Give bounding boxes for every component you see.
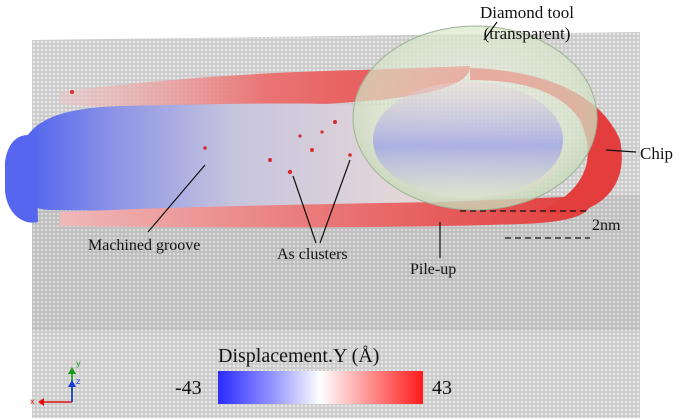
legend-color-bar [218,371,423,404]
diamond-tool-label: Diamond tool (transparent) [480,2,574,44]
legend-title: Displacement.Y (Å) [218,345,380,367]
z-axis-label: z [76,377,81,386]
axes-triad [38,367,76,406]
machined-groove-leader [147,164,206,233]
chip-label: Chip [640,144,674,163]
y-axis-label: y [76,359,81,368]
pile-up-label: Pile-up [410,261,457,278]
diamond-tool-label-line2: (transparent) [483,24,571,43]
as-clusters-leader-2 [319,159,351,244]
as-clusters-label: As clusters [277,246,348,263]
diamond-tool-inner [373,82,563,198]
legend-min-value: -43 [175,377,202,399]
diamond-tool [352,25,598,211]
legend-max-value: 43 [432,377,452,399]
chip-leader [605,149,637,153]
annotation-lines [147,21,637,258]
as-clusters-leader-1 [292,175,317,244]
as-cluster-dots [70,90,352,175]
z-axis-arrowhead [68,380,76,387]
y-axis-arrowhead [68,367,76,374]
diamond-tool-label-line1: Diamond tool [480,3,574,22]
x-axis-label: x [30,397,35,406]
machined-groove-label: Machined groove [88,237,201,254]
diamond-tool-leader [483,21,498,41]
depth-label: 2nm [592,217,621,234]
x-axis-arrowhead [38,398,44,406]
groove-left-tip [5,135,38,223]
